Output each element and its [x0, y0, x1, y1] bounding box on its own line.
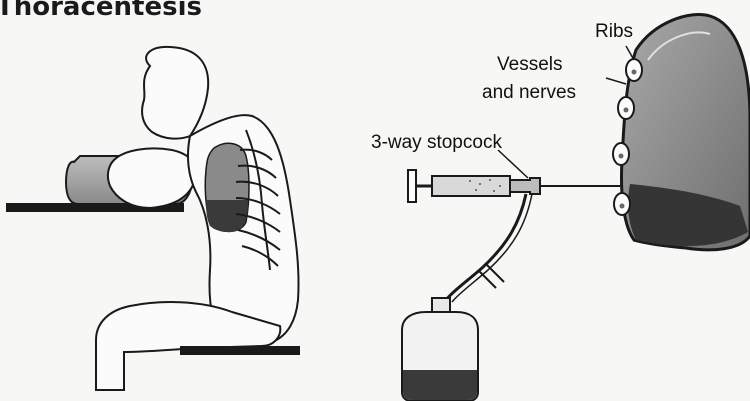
stopcock-leader	[498, 150, 528, 178]
patient-head	[142, 47, 208, 139]
effusion-fluid	[206, 200, 248, 232]
label-stopcock: 3-way stopcock	[371, 133, 502, 152]
drain-tubing	[446, 194, 526, 300]
vessels-leader	[606, 78, 626, 84]
page-title: Thoracentesis	[0, 0, 202, 20]
label-vessels: Vessels	[497, 55, 562, 74]
label-ribs: Ribs	[595, 22, 633, 41]
chest-wall	[498, 14, 750, 249]
collected-fluid	[403, 370, 477, 400]
stopcock	[510, 178, 540, 194]
syringe-plunger	[408, 170, 416, 202]
ribs-leader	[626, 46, 634, 60]
stool-seat	[180, 346, 300, 355]
patient-figure	[6, 47, 300, 390]
label-and-nerves: and nerves	[482, 83, 576, 102]
collection-bottle	[402, 298, 478, 401]
syringe-assembly	[408, 170, 632, 302]
syringe-barrel	[432, 176, 510, 196]
